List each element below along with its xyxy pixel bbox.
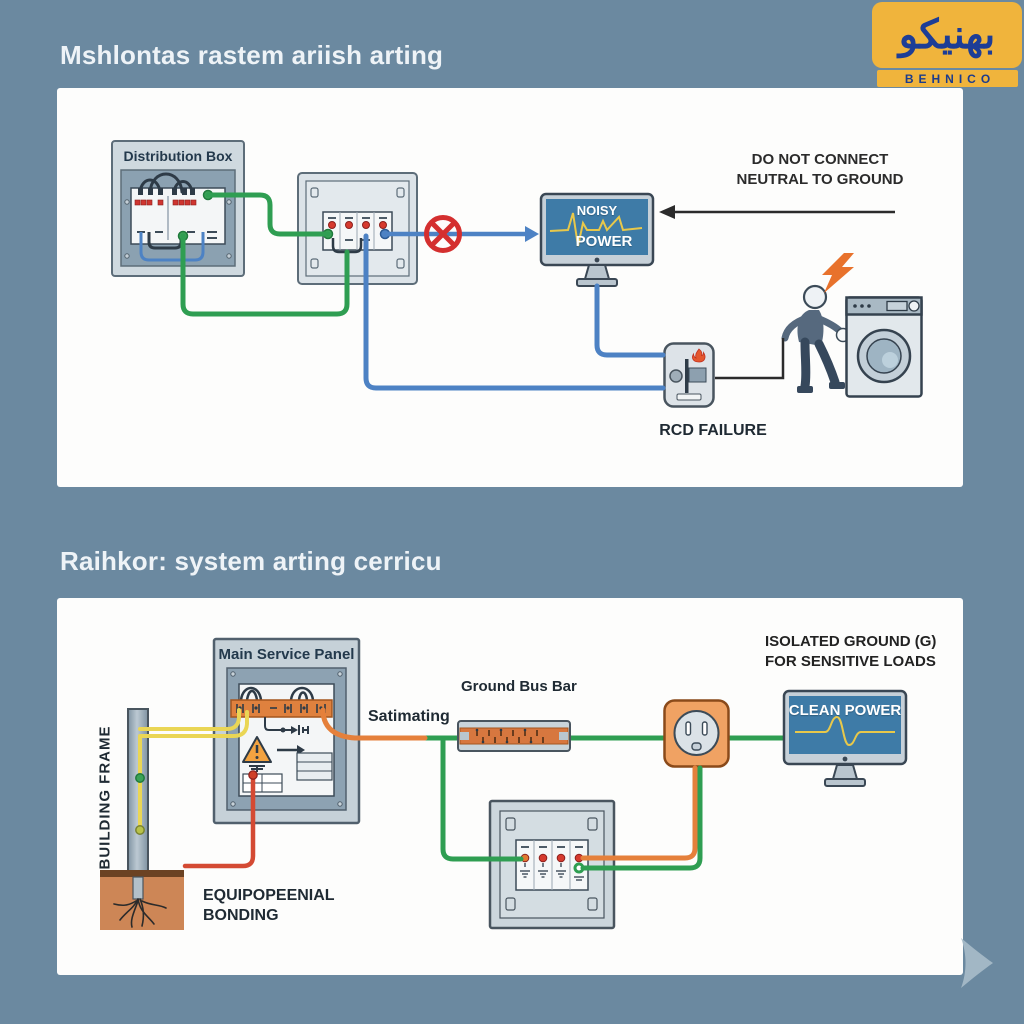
distribution-box-icon <box>111 140 245 277</box>
behnico-logo-strip: BEHNICO <box>877 70 1018 87</box>
washing-machine <box>845 296 923 398</box>
sub-panel <box>488 799 616 930</box>
monitor-text-noisy: NOISY <box>576 203 618 218</box>
appliance-cord <box>715 338 785 380</box>
logo-farsi-text: بهنیکو <box>898 13 996 57</box>
top-section-title: Mshlontas rastem ariish arting <box>60 40 444 70</box>
monitor-icon <box>539 192 655 287</box>
washing-machine-icon <box>845 296 923 398</box>
ground-bus-bar <box>457 720 571 752</box>
sub-panel-icon <box>488 799 616 930</box>
outlet-icon <box>663 699 730 768</box>
ground-bus-bar-label: Ground Bus Bar <box>461 678 577 695</box>
warning-line-2: NEUTRAL TO GROUND <box>736 170 904 188</box>
rcd-device <box>663 342 715 408</box>
monitor-text-clean-power: CLEAN POWER <box>788 702 902 719</box>
isolated-ground-outlet <box>663 699 730 768</box>
isolated-line-2: FOR SENSITIVE LOADS <box>765 652 936 670</box>
main-service-panel-label: Main Service Panel <box>218 646 355 663</box>
correct-wiring-diagram-panel: Main Service Panel BUILDING FRAME <box>57 598 963 975</box>
person-shocked <box>769 284 851 404</box>
bottom-wires-over <box>135 707 703 871</box>
person-icon <box>781 284 851 393</box>
distribution-box: Distribution Box <box>111 140 245 277</box>
noisy-power-monitor: NOISY POWER <box>539 192 655 288</box>
clean-power-monitor: CLEAN POWER <box>782 689 908 789</box>
rcd-failure-label: RCD FAILURE <box>659 422 767 439</box>
isolated-line-1: ISOLATED GROUND (G) <box>765 633 937 650</box>
ground-symbol-icon <box>249 765 265 772</box>
bus-bar-icon <box>457 720 571 752</box>
crossed-circle-icon <box>424 215 462 253</box>
flame-icon <box>692 348 706 363</box>
bonding-line-1: EQUIPOPEENIAL <box>203 887 335 904</box>
warning-text: DO NOT CONNECT NEUTRAL TO GROUND <box>697 150 943 189</box>
warning-line-1: DO NOT CONNECT <box>751 151 889 168</box>
behnico-logo: بهنیکو <box>872 2 1022 68</box>
junction-panel <box>297 172 418 285</box>
top-wires <box>180 192 895 391</box>
next-page-arrow[interactable] <box>961 938 995 990</box>
monitor-text-power: POWER <box>575 233 633 250</box>
bonding-line-2: BONDING <box>203 907 279 924</box>
satimating-label: Satimating <box>368 708 450 725</box>
shock-bolt <box>820 253 856 293</box>
wrong-wiring-diagram-panel: Distribution Box <box>57 88 963 487</box>
grounding-electrode-soil <box>100 870 184 930</box>
soil-icon <box>100 870 184 930</box>
lightning-icon <box>822 253 854 293</box>
equipotential-bonding-label: EQUIPOPEENIAL BONDING <box>203 886 335 926</box>
distribution-box-label: Distribution Box <box>123 148 233 164</box>
no-connect-symbol <box>423 214 463 254</box>
isolated-ground-text: ISOLATED GROUND (G) FOR SENSITIVE LOADS <box>765 632 936 671</box>
junction-panel-icon <box>297 172 418 285</box>
rcd-icon <box>663 342 715 408</box>
monitor-icon <box>782 689 908 787</box>
logo-latin-text: BEHNICO <box>904 71 996 86</box>
chevron-right-icon <box>961 938 993 988</box>
bottom-section-title: Raihkor: system arting cerricu <box>60 546 442 576</box>
